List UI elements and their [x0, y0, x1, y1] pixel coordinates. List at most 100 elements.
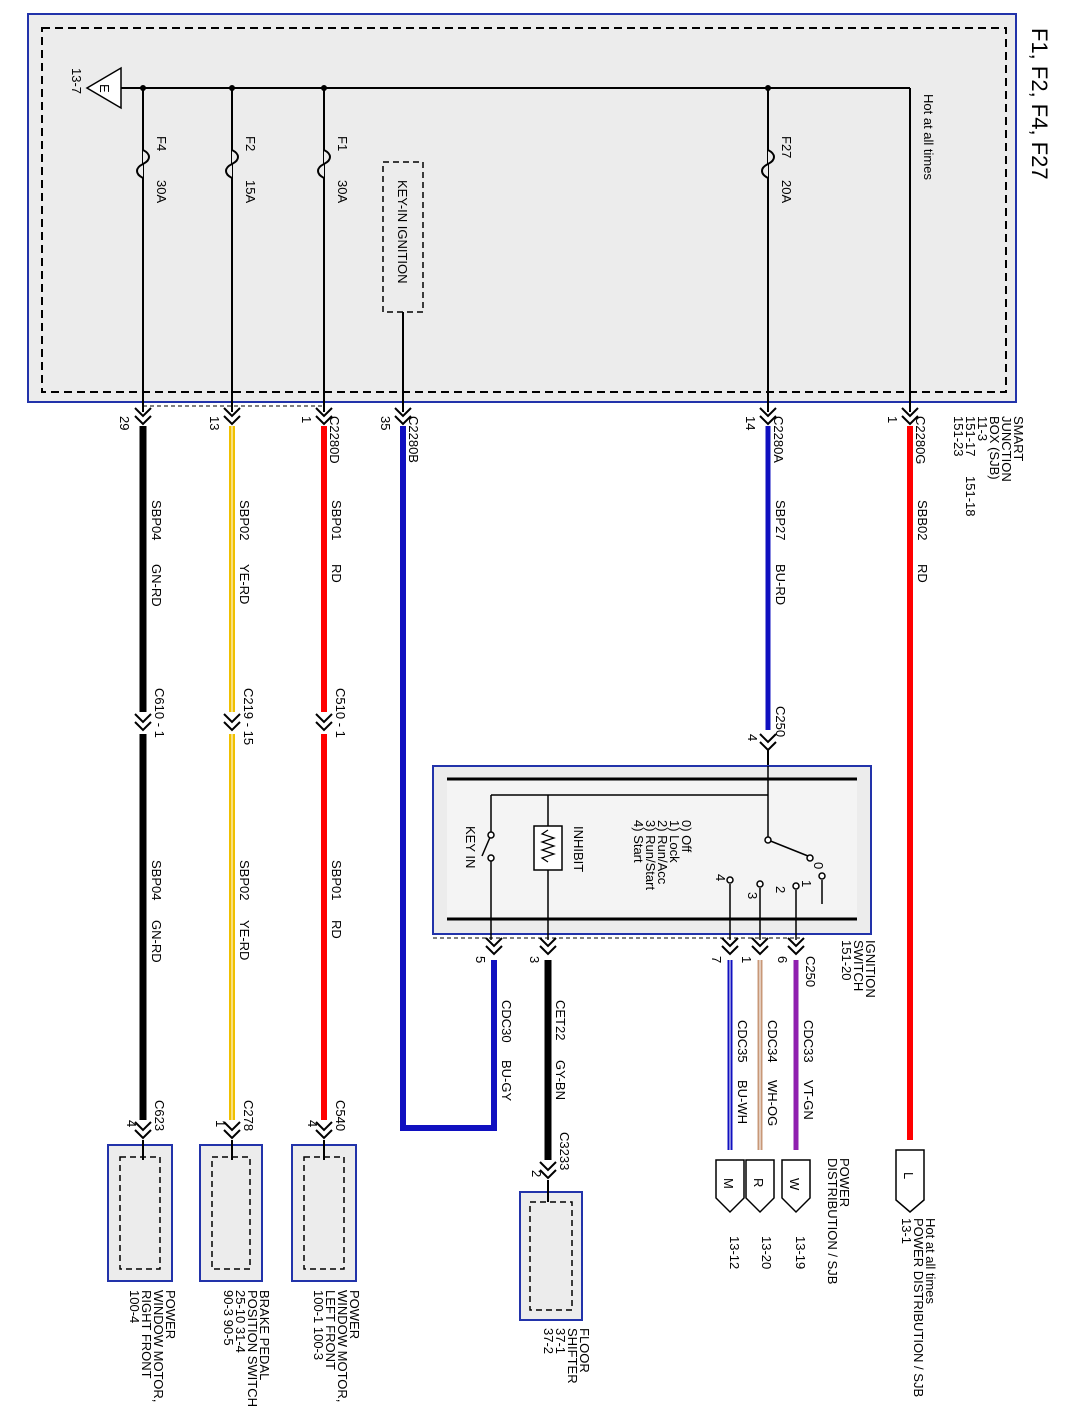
contact-3: 3: [745, 892, 760, 899]
svg-text:151-20: 151-20: [839, 940, 854, 980]
svg-text:25-10 31-4: 25-10 31-4: [233, 1290, 248, 1353]
sjb-connector-chevrons: [134, 407, 919, 426]
svg-text:15A: 15A: [243, 180, 258, 203]
svg-text:7: 7: [709, 956, 724, 963]
svg-text:37-2: 37-2: [541, 1328, 556, 1354]
wire-sbp04-id-2: SBP04: [149, 860, 164, 900]
wire-sbp04-color: GN-RD: [149, 564, 164, 607]
svg-text:JUNCTION: JUNCTION: [999, 416, 1014, 482]
svg-text:1: 1: [885, 416, 900, 423]
page-title: F1, F2, F4, F27: [1027, 28, 1052, 180]
bus-e-triangle: [85, 66, 122, 110]
ignition-switch-label: IGNITION SWITCH 151-20: [839, 940, 878, 998]
ignition-contacts: [487, 831, 826, 890]
svg-text:100-4: 100-4: [127, 1290, 142, 1323]
ignition-connector-chevrons: [485, 937, 805, 956]
pd-ref-r: 13-20: [759, 1236, 774, 1269]
svg-text:90-3 90-5: 90-3 90-5: [221, 1290, 236, 1346]
wire-sbp04-id: SBP04: [149, 500, 164, 540]
svg-text:VT-GN: VT-GN: [801, 1080, 816, 1120]
svg-text:LEFT FRONT: LEFT FRONT: [323, 1290, 338, 1370]
l-conn-label-1: Hot at all times: [923, 1218, 938, 1304]
svg-text:C2280B: C2280B: [406, 416, 421, 463]
svg-text:SMART: SMART: [1011, 416, 1026, 461]
svg-text:29: 29: [117, 416, 132, 430]
l-conn-label-3: 13-1: [899, 1218, 914, 1244]
fuse-f27: F27 20A: [761, 88, 794, 412]
svg-text:C2280A: C2280A: [771, 416, 786, 463]
svg-text:F1: F1: [335, 136, 350, 151]
wire-cdc30-color: BU-GY: [499, 1060, 514, 1102]
ref-13-7: 13-7: [69, 68, 84, 94]
fuse-f4: F4 30A: [136, 88, 169, 412]
svg-text:37-1: 37-1: [553, 1328, 568, 1354]
contact-4: 4: [713, 874, 728, 881]
svg-text:11-3: 11-3: [975, 416, 990, 441]
svg-text:14: 14: [743, 416, 758, 430]
contact-2: 2: [773, 886, 788, 893]
svg-text:C623: C623: [152, 1100, 167, 1131]
contact-1: 1: [799, 880, 814, 887]
c250-top-name: C250: [773, 706, 788, 737]
wire-sbp01-id: SBP01: [329, 500, 344, 540]
svg-text:RIGHT FRONT: RIGHT FRONT: [139, 1290, 154, 1379]
svg-text:WINDOW MOTOR,: WINDOW MOTOR,: [335, 1290, 350, 1402]
inhibit-label: INHIBIT: [571, 826, 586, 872]
wire-sbp01-id-2: SBP01: [329, 860, 344, 900]
svg-text:2) Run/Acc: 2) Run/Acc: [655, 820, 670, 885]
pwm-rf-label: POWER WINDOW MOTOR, RIGHT FRONT 100-4: [127, 1290, 178, 1402]
svg-text:1) Lock: 1) Lock: [667, 820, 682, 863]
sjb-label: SMART JUNCTION BOX (SJB) 11-3 151-17 151…: [951, 416, 1026, 516]
svg-text:2: 2: [529, 1170, 544, 1177]
svg-text:SWITCH: SWITCH: [851, 940, 866, 991]
pd-ref-w: 13-19: [793, 1236, 808, 1269]
wire-sbp01-color-2: RD: [329, 920, 344, 939]
svg-text:20A: 20A: [779, 180, 794, 203]
component-connector-chevrons: [134, 1121, 557, 1180]
component-pwm-lf: [291, 1140, 357, 1282]
svg-text:CET22: CET22: [553, 1000, 568, 1040]
ignition-internal-wiring: [481, 766, 823, 940]
key-in-label: KEY IN: [463, 826, 478, 868]
l-connector-letter: L: [901, 1172, 916, 1179]
wire-sbb02-color: RD: [915, 564, 930, 583]
bpp-label: BRAKE PEDAL POSITION SWITCH 25-10 31-4 9…: [221, 1290, 272, 1407]
fuse-f1: F1 30A: [317, 88, 350, 412]
key-in-ignition-box: [382, 161, 424, 313]
svg-text:F27: F27: [779, 136, 794, 158]
svg-text:30A: 30A: [335, 180, 350, 203]
svg-text:C2280G: C2280G: [913, 416, 928, 464]
inhibit-zigzag: [540, 829, 556, 863]
sjb-dashed-border: [41, 27, 1007, 393]
svg-text:C250: C250: [803, 956, 818, 987]
svg-text:BRAKE PEDAL: BRAKE PEDAL: [257, 1290, 272, 1380]
svg-text:1: 1: [739, 956, 754, 963]
wire-sbp02-color: YE-RD: [237, 564, 252, 604]
svg-text:1: 1: [213, 1120, 228, 1127]
wire-cdc30: [400, 426, 497, 1131]
svg-text:F2: F2: [243, 136, 258, 151]
svg-text:151-18: 151-18: [963, 476, 978, 516]
svg-text:3) Run/Start: 3) Run/Start: [643, 820, 658, 890]
svg-text:5: 5: [473, 956, 488, 963]
pd-ref-m: 13-12: [727, 1236, 742, 1269]
wire-sbp01-color: RD: [329, 564, 344, 583]
svg-text:35: 35: [378, 416, 393, 430]
contact-0: 0: [811, 862, 826, 869]
c610-label: C610 - 1: [152, 688, 167, 738]
svg-text:C540: C540: [333, 1100, 348, 1131]
c219-label: C219 - 15: [241, 688, 256, 745]
svg-text:4) Start: 4) Start: [631, 820, 646, 863]
c250-top-pin: 4: [745, 734, 760, 741]
hot-at-all-times-label: Hot at all times: [921, 94, 936, 180]
pd-label-1: POWER: [837, 1158, 852, 1207]
wire-sbp02-id-2: SBP02: [237, 860, 252, 900]
svg-text:3: 3: [527, 956, 542, 963]
svg-text:IGNITION: IGNITION: [863, 940, 878, 998]
svg-text:WINDOW MOTOR,: WINDOW MOTOR,: [151, 1290, 166, 1402]
wire-sbp27-id: SBP27: [773, 500, 788, 540]
component-connector-labels: C540 4 C278 1 C623 4 C3233 2: [124, 1100, 572, 1177]
svg-text:FLOOR: FLOOR: [577, 1328, 592, 1373]
svg-text:151-17: 151-17: [963, 416, 978, 456]
